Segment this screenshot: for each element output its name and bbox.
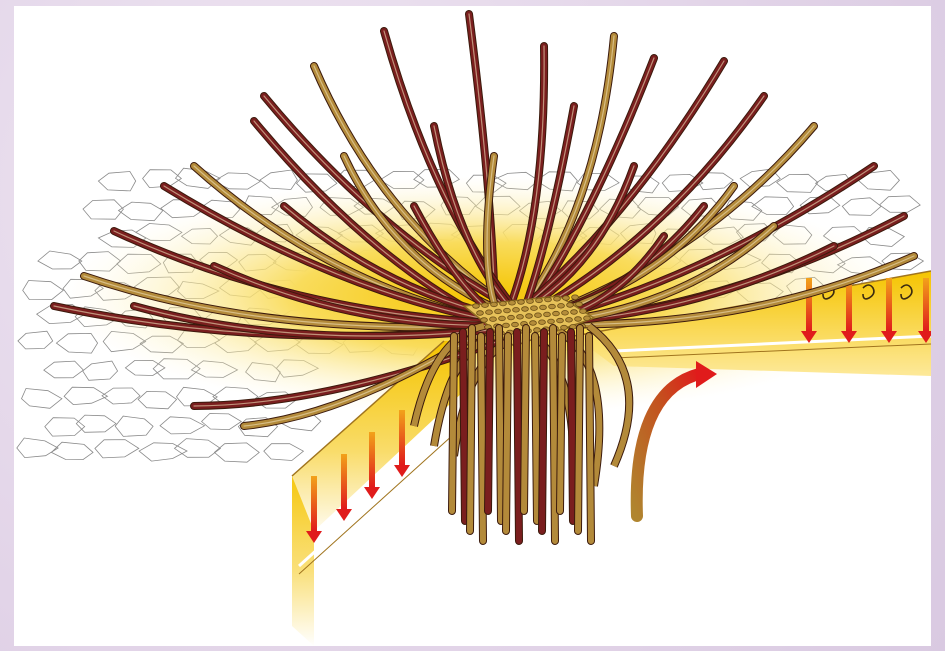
tissue-cell bbox=[95, 440, 139, 458]
downward-flow-arrow-icon bbox=[886, 278, 892, 331]
stem-fiber bbox=[506, 336, 508, 531]
tissue-cell bbox=[115, 416, 153, 436]
tissue-cell bbox=[44, 361, 84, 378]
tissue-cell bbox=[138, 391, 177, 408]
stem-fiber bbox=[463, 332, 465, 521]
tissue-cell bbox=[83, 361, 118, 380]
fiber-end-dot bbox=[580, 309, 587, 314]
stem-fiber bbox=[553, 328, 555, 541]
fiber-end-dot bbox=[534, 328, 541, 333]
tissue-cell bbox=[119, 202, 163, 221]
fiber-end-dot bbox=[566, 318, 573, 323]
fiber-end-dot bbox=[481, 318, 488, 323]
fiber-end-dot bbox=[553, 311, 560, 316]
tissue-cell bbox=[214, 443, 259, 462]
fiber-end-dot bbox=[557, 318, 564, 323]
stem-fiber bbox=[499, 328, 501, 521]
fiber-end-dot bbox=[509, 301, 516, 306]
stem-fiber bbox=[488, 332, 490, 511]
tissue-cell bbox=[18, 331, 53, 349]
stem-fiber bbox=[535, 336, 537, 521]
downward-flow-arrow-icon bbox=[369, 432, 375, 487]
fiber-end-dot bbox=[561, 325, 568, 330]
tissue-cell bbox=[23, 281, 64, 300]
fiber-end-dot bbox=[575, 317, 582, 322]
fiber-end-dot bbox=[531, 306, 538, 311]
stem-fiber bbox=[578, 328, 580, 531]
downward-flow-arrow-icon bbox=[806, 278, 812, 331]
tissue-cell bbox=[98, 172, 135, 191]
fiber-end-dot bbox=[530, 321, 537, 326]
fiber-end-dot bbox=[549, 304, 556, 309]
fiber-bundle-diagram bbox=[14, 6, 931, 646]
fiber-end-dot bbox=[491, 302, 498, 307]
fiber-end-dot bbox=[572, 295, 579, 300]
stem-fiber bbox=[517, 332, 519, 541]
fiber-end-dot bbox=[522, 307, 529, 312]
fiber-end-dot bbox=[490, 317, 497, 322]
stem-fiber bbox=[470, 328, 472, 531]
fiber-end-dot bbox=[563, 296, 570, 301]
tissue-cell bbox=[264, 444, 304, 461]
tissue-cell bbox=[842, 198, 881, 216]
arrow-head bbox=[394, 465, 410, 477]
tissue-cell bbox=[202, 414, 242, 430]
tissue-cell bbox=[160, 417, 205, 434]
illustration-canvas bbox=[14, 6, 931, 646]
downward-flow-arrow-icon bbox=[399, 410, 405, 465]
stem-fiber bbox=[560, 336, 562, 511]
stem-fiber bbox=[571, 332, 573, 521]
fiber-end-dot bbox=[535, 313, 542, 318]
fiber-end-dot bbox=[486, 310, 493, 315]
fiber-end-dot bbox=[571, 310, 578, 315]
downward-flow-arrow-icon bbox=[923, 278, 929, 331]
fiber-end-dot bbox=[500, 301, 507, 306]
tissue-cell bbox=[22, 389, 62, 409]
stem-fiber bbox=[589, 336, 591, 541]
stem-fiber bbox=[452, 336, 454, 511]
fiber-end-dot bbox=[499, 316, 506, 321]
fiber-end-dot bbox=[513, 308, 520, 313]
tissue-cell bbox=[83, 200, 123, 219]
fiber-end-dot bbox=[477, 311, 484, 316]
tissue-cell bbox=[38, 251, 82, 269]
fiber-end-dot bbox=[548, 319, 555, 324]
fiber-end-dot bbox=[482, 303, 489, 308]
fiber-end-dot bbox=[558, 304, 565, 309]
fiber-end-dot bbox=[544, 312, 551, 317]
fiber-end-dot bbox=[517, 315, 524, 320]
stem-fiber bbox=[542, 332, 544, 531]
fiber-end-dot bbox=[518, 300, 525, 305]
tissue-cell bbox=[17, 438, 58, 458]
fiber-end-dot bbox=[536, 298, 543, 303]
fiber-end-dot bbox=[567, 303, 574, 308]
tissue-cell bbox=[260, 170, 297, 190]
fiber-end-dot bbox=[545, 297, 552, 302]
tissue-cell bbox=[880, 196, 921, 212]
stem-fiber bbox=[524, 328, 526, 511]
fiber-end-dot bbox=[504, 308, 511, 313]
fiber-end-dot bbox=[527, 299, 534, 304]
fiber-end-dot bbox=[562, 311, 569, 316]
fiber-end-dot bbox=[512, 322, 519, 327]
fiber-end-dot bbox=[495, 309, 502, 314]
fiber-end-dot bbox=[526, 314, 533, 319]
fiber-end-dot bbox=[539, 320, 546, 325]
tissue-cell bbox=[777, 174, 818, 192]
tissue-cell bbox=[45, 418, 85, 436]
fiber-end-dot bbox=[508, 315, 515, 320]
tissue-cell bbox=[51, 442, 93, 459]
fiber-end-dot bbox=[473, 304, 480, 309]
fiber-end-dot bbox=[576, 302, 583, 307]
downward-flow-arrow-icon bbox=[311, 476, 317, 531]
fiber-end-dot bbox=[584, 316, 591, 321]
tissue-cell bbox=[76, 415, 116, 432]
tissue-cell bbox=[64, 387, 107, 404]
fiber-end-dot bbox=[503, 323, 510, 328]
downward-flow-arrow-icon bbox=[341, 454, 347, 509]
fiber-end-dot bbox=[540, 305, 547, 310]
fiber-end-dot bbox=[554, 297, 561, 302]
stem-fiber bbox=[481, 336, 483, 541]
